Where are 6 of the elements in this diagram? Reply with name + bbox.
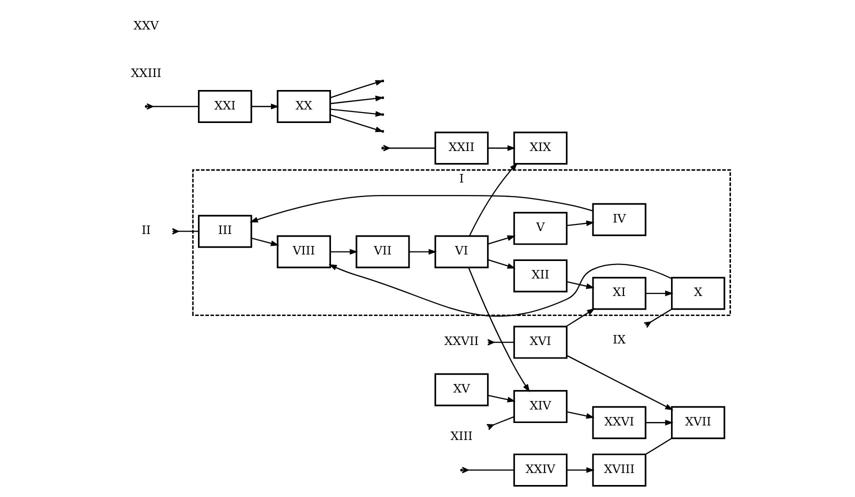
node-text: II [141, 223, 150, 238]
node-text: XXVII [444, 334, 478, 348]
node-text: IX [612, 332, 626, 347]
label: XXV [133, 18, 158, 33]
node-text: XIII [450, 428, 472, 443]
label: XXIII [130, 66, 161, 80]
